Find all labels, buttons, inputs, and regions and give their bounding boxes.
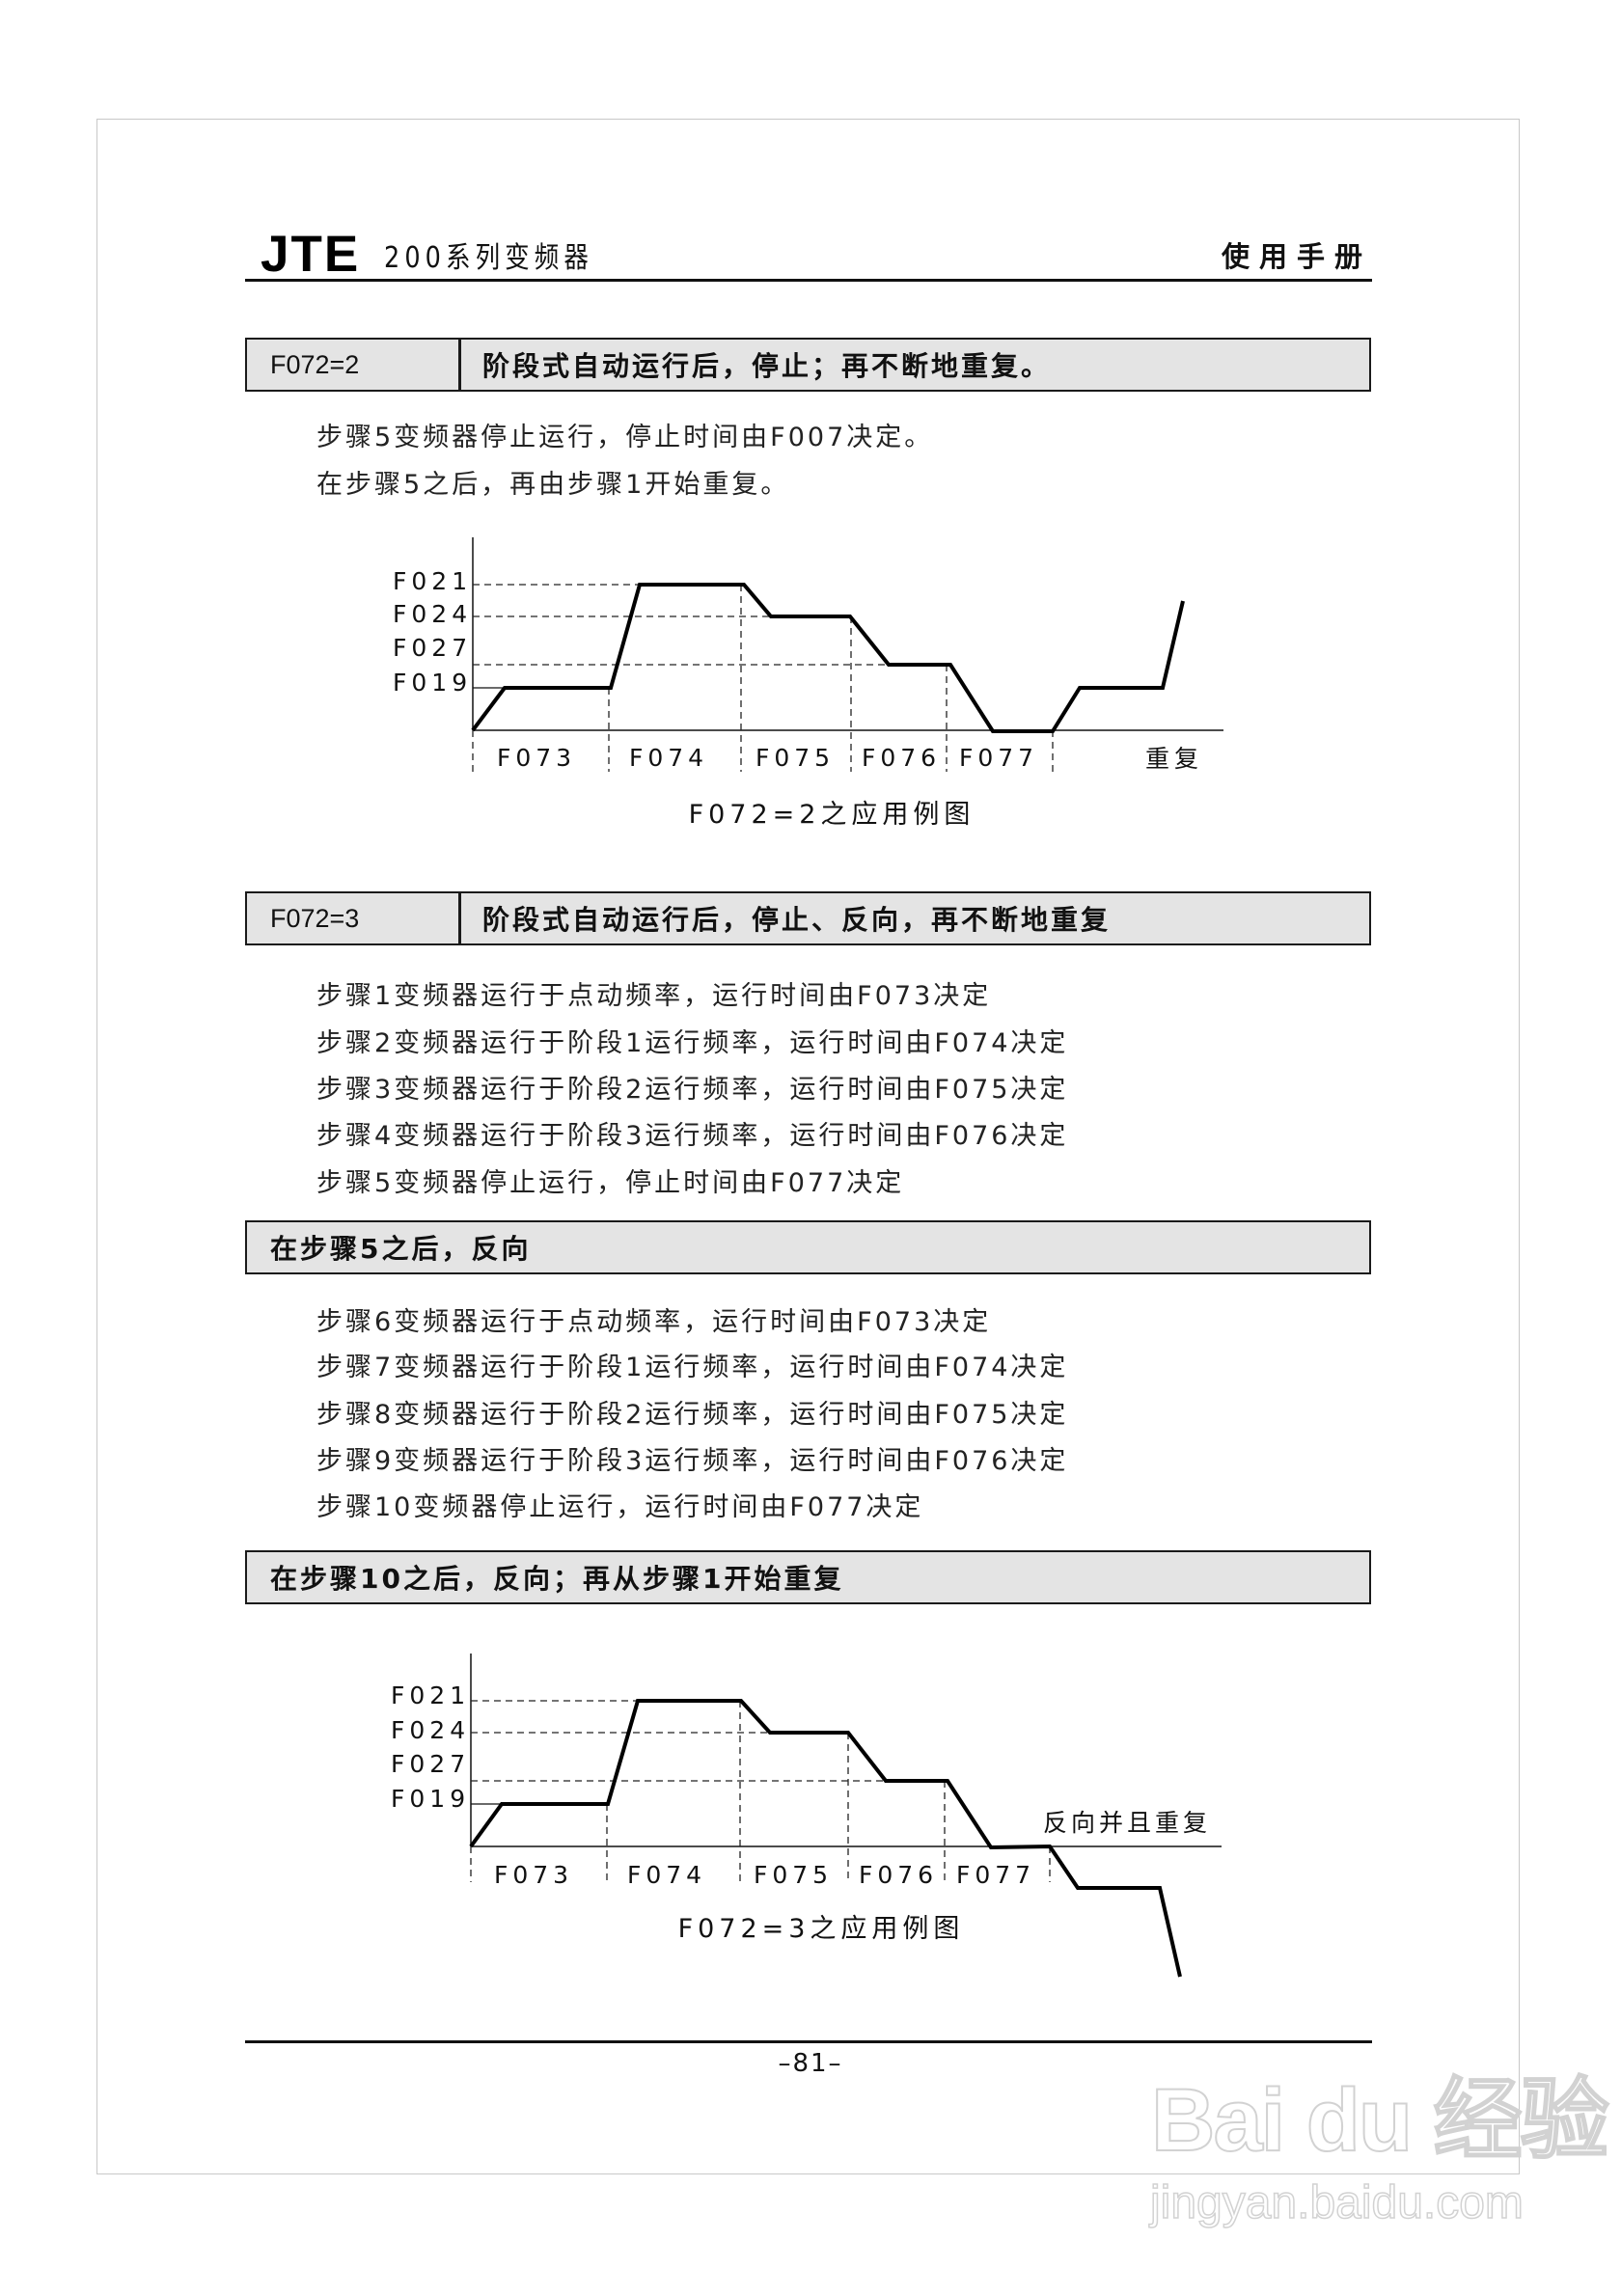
footer-rule (245, 2040, 1372, 2043)
page-border (96, 119, 1520, 2174)
body-line: 步骤3变频器运行于阶段2运行频率，运行时间由F075决定 (316, 1075, 1069, 1105)
body-line: 步骤10变频器停止运行，运行时间由F077决定 (316, 1492, 924, 1522)
reference-lines (470, 1700, 1051, 1882)
repeat-label: 重复 (1145, 745, 1203, 773)
subsection-header-after-step5: 在步骤5之后，反向 (245, 1220, 1371, 1274)
section-title: 阶段式自动运行后，停止；再不断地重复。 (482, 350, 1052, 382)
y-label: F024 (391, 1716, 470, 1744)
page-number: –81– (778, 2049, 843, 2078)
body-line: 步骤7变频器运行于阶段1运行频率，运行时间由F074决定 (316, 1353, 1069, 1382)
watermark-url: jingyan.baidu.com (1149, 2177, 1524, 2229)
body-line: 步骤8变频器运行于阶段2运行频率，运行时间由F075决定 (316, 1400, 1069, 1430)
y-label: F027 (391, 1750, 470, 1778)
chart-caption: F072=3之应用例图 (678, 1914, 965, 1944)
divider (458, 893, 461, 943)
x-label: F077 (959, 744, 1038, 772)
y-label: F021 (391, 1681, 470, 1709)
x-label: F075 (756, 744, 835, 772)
product-series-title: 200系列变频器 (384, 241, 593, 275)
parameter-code: F072=3 (270, 903, 360, 933)
x-label: F076 (862, 744, 941, 772)
body-line: 步骤5变频器停止运行，停止时间由F077决定 (316, 1168, 905, 1198)
x-label: F073 (494, 1861, 573, 1889)
x-label: F077 (956, 1861, 1035, 1889)
reverse-repeat-label: 反向并且重复 (1043, 1809, 1211, 1837)
section-header-f072-3: F072=3 阶段式自动运行后，停止、反向，再不断地重复 (245, 891, 1371, 945)
body-line: 步骤9变频器运行于阶段3运行频率，运行时间由F076决定 (316, 1446, 1069, 1476)
body-line: 在步骤5之后，再由步骤1开始重复。 (316, 470, 790, 500)
section-header-f072-2: F072=2 阶段式自动运行后，停止；再不断地重复。 (245, 338, 1371, 392)
y-label: F021 (393, 567, 472, 595)
body-line: 步骤6变频器运行于点动频率，运行时间由F073决定 (316, 1307, 992, 1337)
reference-lines (472, 584, 1054, 772)
body-line: 步骤4变频器运行于阶段3运行频率，运行时间由F076决定 (316, 1121, 1069, 1151)
subsection-header-after-step10: 在步骤10之后，反向；再从步骤1开始重复 (245, 1550, 1371, 1604)
baidu-jingyan-watermark-logo: Bai du 经验 (1150, 2071, 1610, 2170)
manual-label: 使用手册 (1221, 240, 1372, 273)
y-label: F024 (393, 600, 472, 628)
divider (458, 340, 461, 390)
section-title: 阶段式自动运行后，停止、反向，再不断地重复 (482, 904, 1112, 936)
chart-f072-3: F021 F024 F027 F019 F073 F074 F075 F076 … (391, 1654, 1222, 1978)
x-label: F075 (754, 1861, 833, 1889)
header-rule (245, 279, 1372, 282)
body-line: 步骤2变频器运行于阶段1运行频率，运行时间由F074决定 (316, 1028, 1069, 1058)
subsection-title: 在步骤5之后，反向 (270, 1233, 532, 1265)
chart-caption: F072=2之应用例图 (689, 800, 975, 830)
subsection-title: 在步骤10之后，反向；再从步骤1开始重复 (270, 1563, 844, 1595)
x-label: F073 (497, 744, 576, 772)
y-label: F027 (393, 634, 472, 662)
x-label: F076 (859, 1861, 938, 1889)
x-label: F074 (629, 744, 708, 772)
chart-f072-2: F021 F024 F027 F019 F073 F074 F075 F076 … (393, 537, 1223, 830)
frequency-curve (471, 583, 1185, 733)
body-line: 步骤1变频器运行于点动频率，运行时间由F073决定 (316, 981, 992, 1011)
frequency-curve (469, 1699, 1182, 1978)
parameter-code: F072=2 (270, 349, 360, 379)
brand-logo: JTE (261, 226, 361, 283)
x-label: F074 (627, 1861, 706, 1889)
body-line: 步骤5变频器停止运行，停止时间由F007决定。 (316, 423, 934, 452)
y-label: F019 (393, 669, 472, 697)
y-label: F019 (391, 1785, 470, 1813)
